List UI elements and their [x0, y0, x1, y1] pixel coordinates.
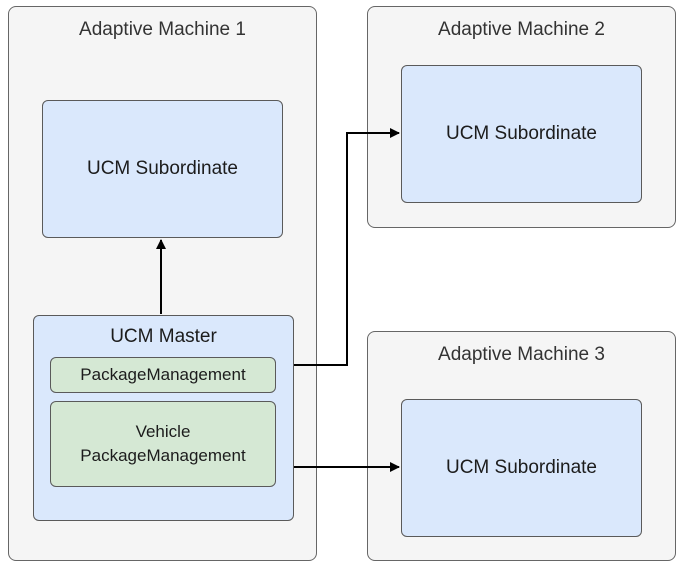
ucm-subordinate-label: UCM Subordinate [86, 158, 239, 179]
machine-title: Adaptive Machine 2 [438, 19, 605, 40]
adaptive-machine-2: Adaptive Machine 2 UCM Subordinate [367, 6, 676, 228]
ucm-subordinate-box[interactable]: UCM Subordinate [42, 100, 283, 238]
package-management-label: PackageManagement [80, 365, 246, 384]
vehicle-label: Vehicle [135, 422, 191, 441]
vehicle-package-management-label: PackageManagement [80, 446, 246, 465]
machine-title: Adaptive Machine 1 [79, 19, 246, 40]
adaptive-machine-1: Adaptive Machine 1 UCM Subordinate UCM M… [8, 6, 317, 561]
ucm-subordinate-label: UCM Subordinate [445, 123, 598, 144]
ucm-master-title: UCM Master [110, 326, 217, 347]
ucm-master-box[interactable]: UCM Master PackageManagement Vehicle Pac… [33, 315, 294, 521]
ucm-subordinate-box[interactable]: UCM Subordinate [401, 65, 642, 203]
machine-title: Adaptive Machine 3 [438, 344, 605, 365]
ucm-subordinate-box[interactable]: UCM Subordinate [401, 399, 642, 537]
vehicle-package-management-box[interactable]: Vehicle PackageManagement [50, 401, 276, 487]
package-management-box[interactable]: PackageManagement [50, 357, 276, 393]
ucm-subordinate-label: UCM Subordinate [445, 457, 598, 478]
adaptive-machine-3: Adaptive Machine 3 UCM Subordinate [367, 331, 676, 561]
